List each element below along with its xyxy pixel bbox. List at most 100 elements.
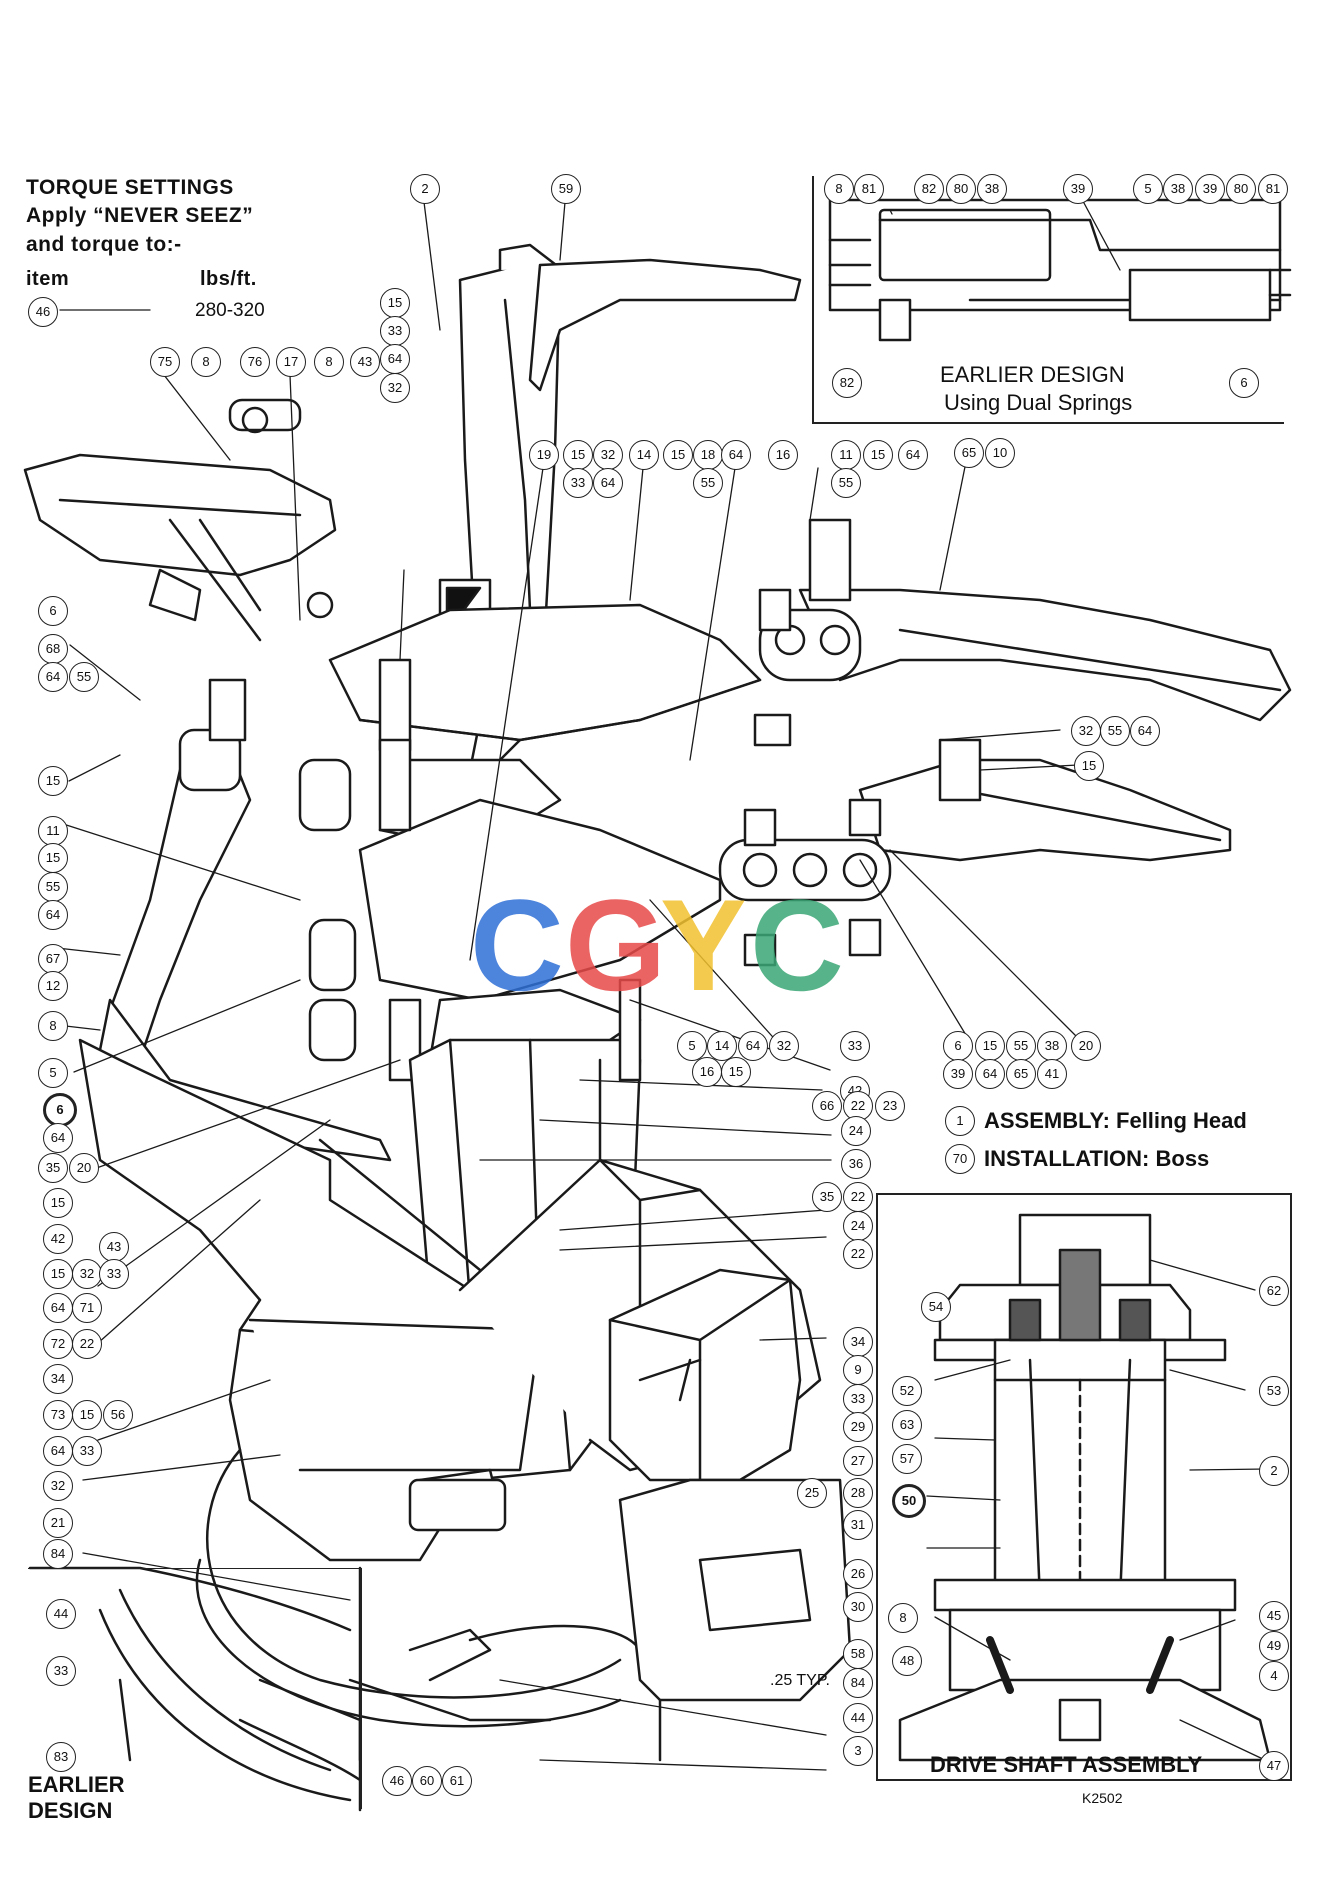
torque-title: TORQUE SETTINGS — [26, 176, 234, 199]
callout-balloon-15: 15 — [43, 1188, 73, 1218]
callout-balloon-68: 68 — [38, 634, 68, 664]
callout-balloon-43: 43 — [99, 1232, 129, 1262]
callout-balloon-15: 15 — [663, 440, 693, 470]
callout-balloon-35: 35 — [38, 1153, 68, 1183]
callout-balloon-44: 44 — [843, 1703, 873, 1733]
earlier-design-subtitle: Using Dual Springs — [944, 390, 1133, 415]
callout-balloon-75: 75 — [150, 347, 180, 377]
callout-balloon-33: 33 — [380, 316, 410, 346]
torque-line-and: and torque to:- — [26, 233, 182, 256]
callout-balloon-82: 82 — [914, 174, 944, 204]
callout-balloon-8: 8 — [888, 1603, 918, 1633]
callout-balloon-80: 80 — [946, 174, 976, 204]
callout-balloon-19: 19 — [529, 440, 559, 470]
callout-balloon-15: 15 — [38, 843, 68, 873]
callout-balloon-15: 15 — [975, 1031, 1005, 1061]
callout-balloon-84: 84 — [843, 1668, 873, 1698]
callout-balloon-55: 55 — [38, 872, 68, 902]
callout-balloon-55: 55 — [1100, 716, 1130, 746]
callout-balloon-14: 14 — [629, 440, 659, 470]
callout-balloon-65: 65 — [954, 438, 984, 468]
callout-balloon-32: 32 — [1071, 716, 1101, 746]
callout-balloon-81: 81 — [1258, 174, 1288, 204]
callout-balloon-82: 82 — [832, 368, 862, 398]
callout-balloon-12: 12 — [38, 971, 68, 1001]
callout-balloon-9: 9 — [843, 1355, 873, 1385]
callout-balloon-32: 32 — [380, 373, 410, 403]
callout-balloon-24: 24 — [843, 1211, 873, 1241]
dimension-label: .25 TYP. — [770, 1672, 830, 1689]
callout-balloon-43: 43 — [350, 347, 380, 377]
callout-balloon-29: 29 — [843, 1412, 873, 1442]
callout-balloon-64: 64 — [721, 440, 751, 470]
callout-balloon-80: 80 — [1226, 174, 1256, 204]
callout-balloon-20: 20 — [69, 1153, 99, 1183]
torque-item-balloon: 46 — [28, 297, 58, 327]
callout-balloon-21: 21 — [43, 1508, 73, 1538]
callout-balloon-5: 5 — [677, 1031, 707, 1061]
callout-balloon-4: 4 — [1259, 1661, 1289, 1691]
callout-balloon-66: 66 — [812, 1091, 842, 1121]
callout-balloon-15: 15 — [863, 440, 893, 470]
callout-balloon-55: 55 — [69, 662, 99, 692]
callout-balloon-3: 3 — [843, 1736, 873, 1766]
callout-balloon-8: 8 — [314, 347, 344, 377]
installation-balloon: 70 — [945, 1144, 975, 1174]
callout-balloon-44: 44 — [46, 1599, 76, 1629]
callout-balloon-50: 50 — [892, 1484, 926, 1518]
callout-balloon-33: 33 — [46, 1656, 76, 1686]
earlier-design-bottom-line1: EARLIER — [28, 1772, 125, 1797]
callout-balloon-38: 38 — [1037, 1031, 1067, 1061]
callout-balloon-17: 17 — [276, 347, 306, 377]
callout-balloon-33: 33 — [72, 1436, 102, 1466]
torque-line-apply: Apply “NEVER SEEZ” — [26, 204, 254, 227]
callout-balloon-45: 45 — [1259, 1601, 1289, 1631]
callout-balloon-61: 61 — [442, 1766, 472, 1796]
torque-value: 280-320 — [195, 300, 265, 321]
callout-balloon-84: 84 — [43, 1539, 73, 1569]
svg-text:Y: Y — [660, 880, 747, 1010]
right-middle-arm — [858, 738, 1232, 862]
link-assembly — [718, 798, 892, 967]
callout-balloon-42: 42 — [43, 1224, 73, 1254]
callout-balloon-24: 24 — [841, 1116, 871, 1146]
callout-balloon-16: 16 — [692, 1057, 722, 1087]
cgyc-watermark-logo: C G Y C — [470, 880, 844, 1010]
callout-balloon-8: 8 — [38, 1011, 68, 1041]
callout-balloon-58: 58 — [843, 1639, 873, 1669]
callout-balloon-46: 46 — [382, 1766, 412, 1796]
installation-label: INSTALLATION: Boss — [984, 1146, 1210, 1171]
callout-balloon-52: 52 — [892, 1376, 922, 1406]
callout-balloon-64: 64 — [593, 468, 623, 498]
callout-balloon-64: 64 — [1130, 716, 1160, 746]
callout-balloon-39: 39 — [1063, 174, 1093, 204]
drive-shaft-frame — [876, 1193, 1292, 1781]
callout-balloon-22: 22 — [843, 1182, 873, 1212]
callout-balloon-54: 54 — [921, 1292, 951, 1322]
callout-balloon-11: 11 — [38, 816, 68, 846]
callout-balloon-53: 53 — [1259, 1376, 1289, 1406]
callout-balloon-64: 64 — [43, 1436, 73, 1466]
callout-balloon-48: 48 — [892, 1646, 922, 1676]
callout-balloon-73: 73 — [43, 1400, 73, 1430]
callout-balloon-31: 31 — [843, 1510, 873, 1540]
callout-balloon-81: 81 — [854, 174, 884, 204]
callout-balloon-33: 33 — [843, 1384, 873, 1414]
callout-balloon-32: 32 — [72, 1259, 102, 1289]
callout-balloon-22: 22 — [843, 1239, 873, 1269]
callout-balloon-6: 6 — [43, 1093, 77, 1127]
callout-balloon-15: 15 — [43, 1259, 73, 1289]
callout-balloon-15: 15 — [72, 1400, 102, 1430]
callout-balloon-25: 25 — [797, 1478, 827, 1508]
saw-disc — [195, 1448, 642, 1728]
drawing-number: K2502 — [1082, 1790, 1123, 1806]
callout-balloon-41: 41 — [1037, 1059, 1067, 1089]
callout-balloon-15: 15 — [563, 440, 593, 470]
callout-balloon-56: 56 — [103, 1400, 133, 1430]
callout-balloon-38: 38 — [1163, 174, 1193, 204]
callout-balloon-32: 32 — [43, 1471, 73, 1501]
drive-shaft-drawing — [898, 1213, 1272, 1762]
callout-balloon-15: 15 — [38, 766, 68, 796]
callout-balloon-49: 49 — [1259, 1631, 1289, 1661]
